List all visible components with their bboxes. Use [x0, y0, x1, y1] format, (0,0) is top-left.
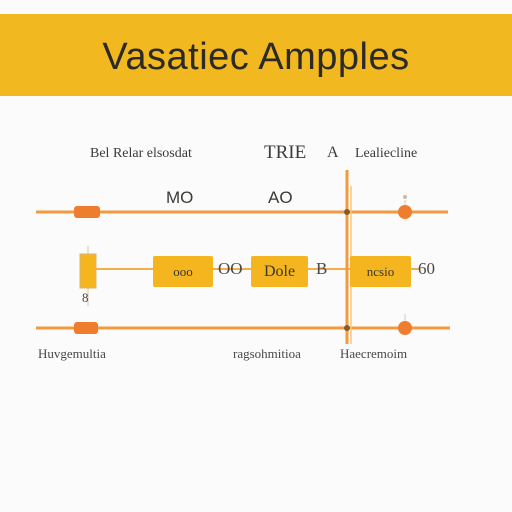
- ratio-label-left: MO: [166, 188, 194, 207]
- junction-top: [344, 209, 350, 215]
- wiring: [36, 170, 450, 344]
- bottom-label-left: Huvgemultia: [38, 346, 106, 361]
- top-right-dot: [403, 195, 407, 199]
- bottom-label-right: Haecremoim: [340, 346, 408, 361]
- header-label-left: Bel Relar elsosdat: [90, 146, 192, 161]
- amplifier-end-label: 60: [418, 259, 435, 278]
- banner-title: Vasatiec Ampples: [102, 36, 410, 78]
- amplifier-gap-1: OO: [218, 259, 243, 278]
- header-label-mid-suffix: A: [327, 144, 339, 161]
- amplifier-diagram: Bel Relar elsosdat TRIE A Lealiecline MO…: [0, 96, 512, 512]
- junction-bottom: [344, 325, 350, 331]
- amplifier-gap-2: B: [316, 259, 328, 278]
- ratio-label-right: AO: [268, 188, 293, 207]
- amplifier-box-1: ooo: [153, 256, 213, 287]
- amplifier-box-3: ncsio: [350, 256, 411, 287]
- bottom-left-connector: [74, 322, 98, 334]
- bottom-label-middle: ragsohmitioa: [233, 346, 301, 361]
- top-right-node: [398, 205, 412, 219]
- title-banner: Vasatiec Ampples: [0, 14, 512, 96]
- side-component: [79, 253, 97, 289]
- amplifier-box-2: Dole: [251, 256, 308, 287]
- side-component-label: 8: [82, 290, 89, 305]
- header-label-middle: TRIE: [264, 142, 307, 163]
- top-left-connector: [74, 206, 100, 218]
- bottom-right-node: [398, 321, 412, 335]
- header-label-right: Lealiecline: [355, 146, 418, 161]
